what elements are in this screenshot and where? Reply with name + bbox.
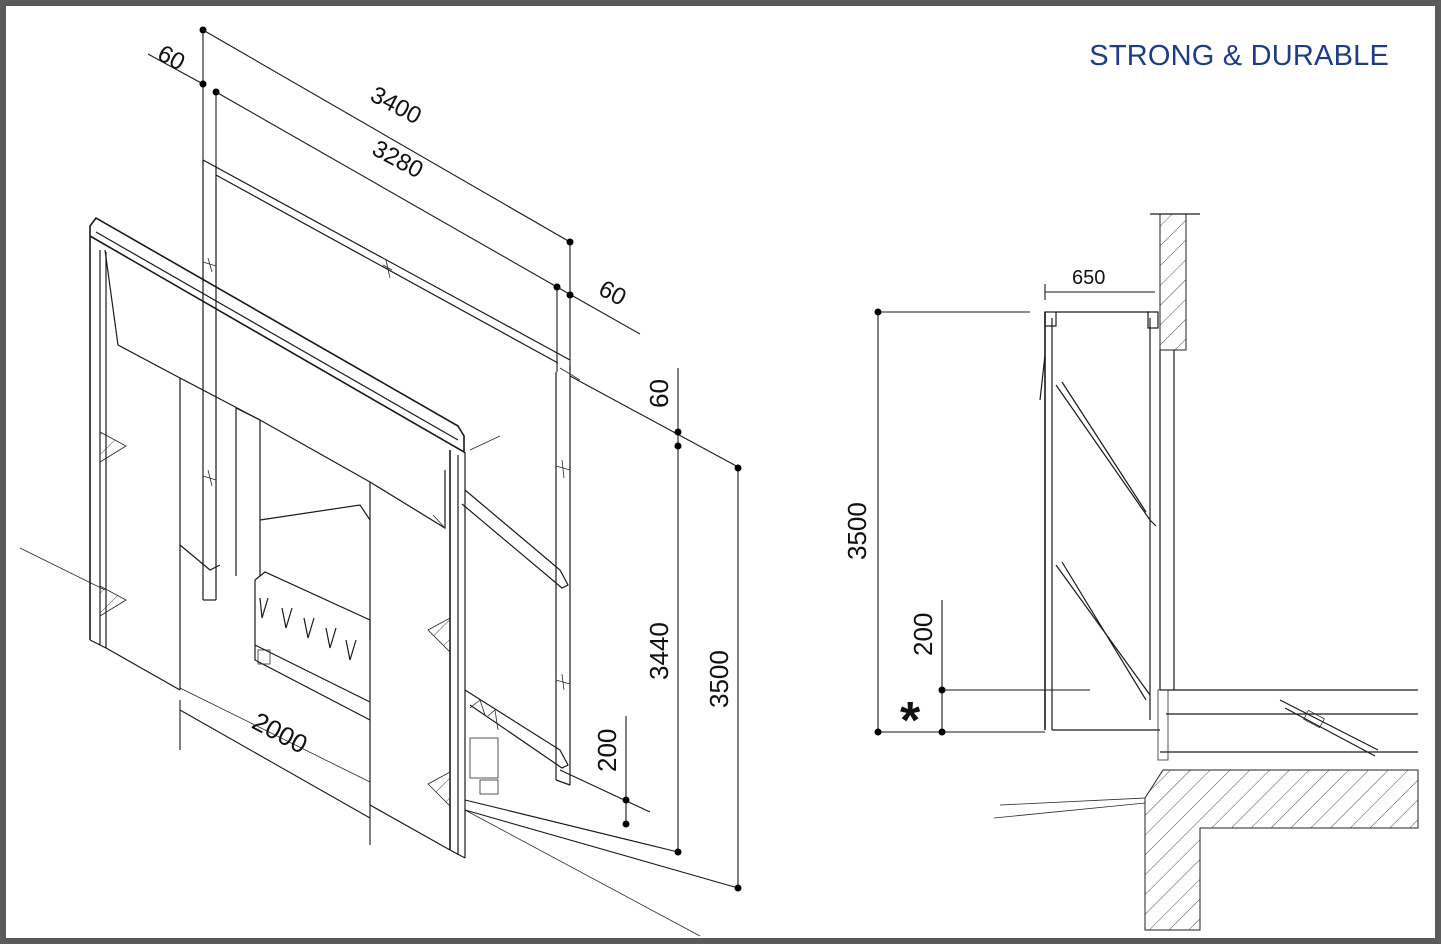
dock-leveller xyxy=(254,435,501,721)
front-frame xyxy=(89,216,466,859)
side-braces xyxy=(179,489,569,795)
wall-upper xyxy=(1159,213,1187,351)
dim-60-top: 60 xyxy=(147,26,220,170)
floor-line-left xyxy=(19,547,106,591)
dim-2000-label: 2000 xyxy=(247,706,312,760)
dim-heights: 60 3440 3500 xyxy=(464,368,742,892)
asterisk-marker: * xyxy=(900,692,921,750)
dim-650-label: 650 xyxy=(1072,267,1105,289)
dim-60-top-label: 60 xyxy=(153,40,189,76)
dim-200-iso-label: 200 xyxy=(592,729,622,772)
dim-3400: 3400 xyxy=(202,29,574,370)
dim-2000: 2000 xyxy=(179,700,371,845)
dim-200-iso: 200 xyxy=(559,716,651,828)
dim-3400-label: 3400 xyxy=(366,81,426,130)
floor-line-mid xyxy=(179,687,371,783)
dim-3500-iso-label: 3500 xyxy=(704,650,734,708)
dim-200-side-label: 200 xyxy=(908,613,938,656)
dim-60-vert-label: 60 xyxy=(644,379,674,408)
dim-200-side: 200 * xyxy=(900,600,1090,750)
rear-frame xyxy=(202,159,581,786)
side-view: 650 3500 200 * xyxy=(842,213,1419,931)
dim-650: 650 xyxy=(1044,267,1155,300)
dim-60-right-label: 60 xyxy=(594,275,630,311)
isometric-view: 60 3400 3280 60 xyxy=(19,26,742,937)
dim-3500-side-label: 3500 xyxy=(842,502,872,560)
dim-3500-side: 3500 xyxy=(842,308,1045,736)
floor-slab xyxy=(1144,769,1419,931)
dim-3440-label: 3440 xyxy=(644,622,674,680)
headline: STRONG & DURABLE xyxy=(1089,40,1389,72)
floor-line-right xyxy=(464,809,701,937)
